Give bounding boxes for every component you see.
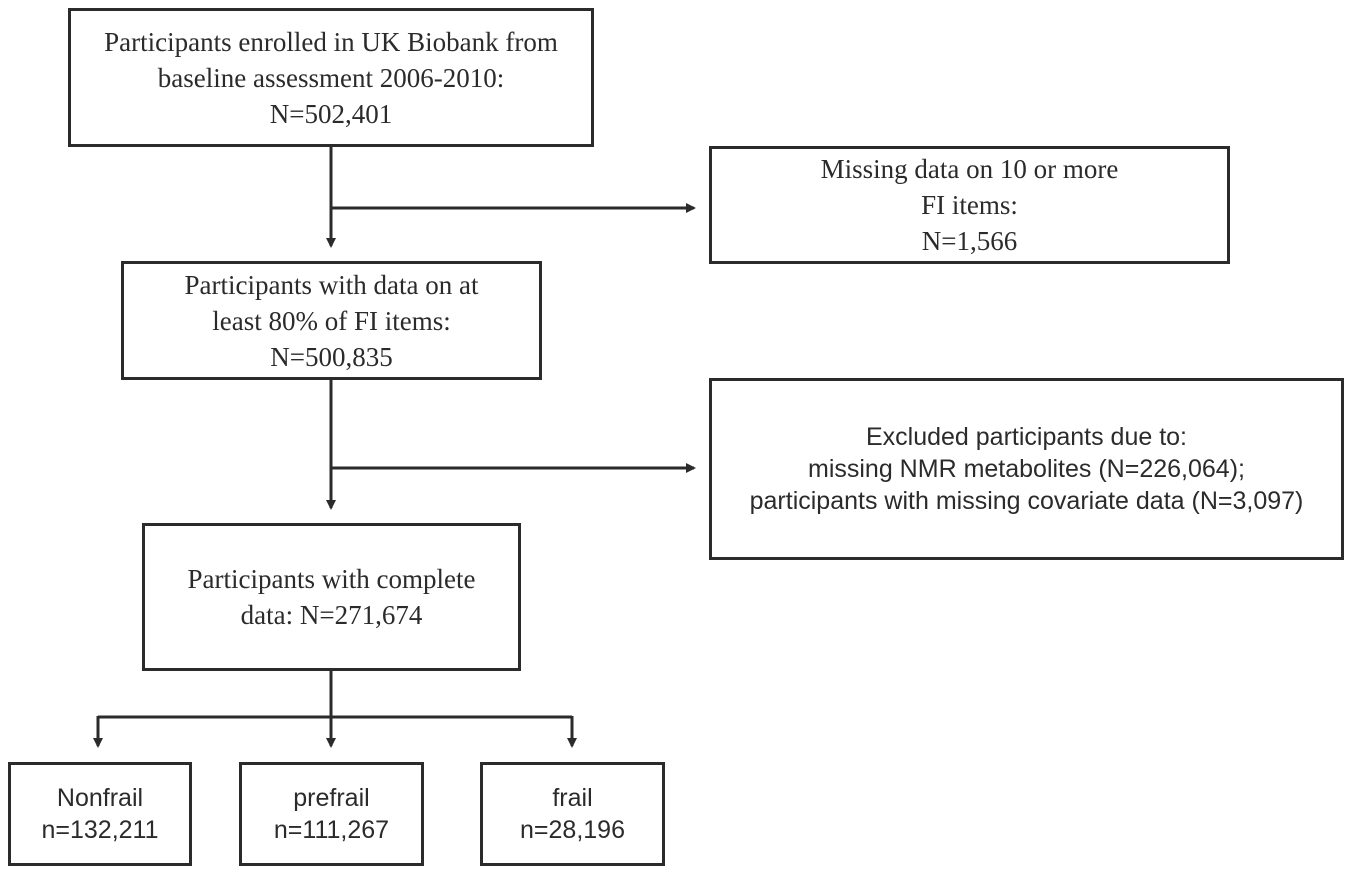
- box-prefrail: prefrail n=111,267: [239, 762, 424, 866]
- box-missing-fi-count: N=1,566: [921, 226, 1018, 256]
- box-complete-line-1: Participants with complete: [187, 564, 476, 594]
- box-excluded: Excluded participants due to: missing NM…: [709, 378, 1344, 560]
- box-missing-fi-line-2: FI items:: [921, 190, 1018, 220]
- box-complete-line-2: data: N=271,674: [240, 600, 423, 630]
- box-excluded-line-2: missing NMR metabolites (N=226,064);: [808, 455, 1245, 483]
- box-fi-80-count: N=500,835: [270, 341, 393, 372]
- box-frail-label: frail: [552, 784, 593, 812]
- box-enrolled-line-2: baseline assessment 2006-2010:: [157, 62, 505, 93]
- box-excluded-line-3: participants with missing covariate data…: [749, 487, 1304, 515]
- box-fi-80-line-1: Participants with data on at: [184, 269, 479, 300]
- box-enrolled: Participants enrolled in UK Biobank from…: [68, 8, 594, 147]
- box-excluded-line-1: Excluded participants due to:: [865, 423, 1188, 451]
- box-enrolled-count: N=502,401: [269, 98, 393, 129]
- box-nonfrail: Nonfrail n=132,211: [8, 762, 192, 866]
- box-nonfrail-label: Nonfrail: [56, 784, 144, 812]
- box-frail-count: n=28,196: [520, 816, 625, 844]
- box-fi-80: Participants with data on at least 80% o…: [121, 261, 542, 380]
- box-fi-80-line-2: least 80% of FI items:: [212, 305, 451, 336]
- box-complete: Participants with complete data: N=271,6…: [142, 523, 521, 671]
- box-nonfrail-count: n=132,211: [41, 816, 159, 844]
- box-missing-fi-line-1: Missing data on 10 or more: [820, 154, 1119, 184]
- box-prefrail-label: prefrail: [293, 784, 370, 812]
- box-frail: frail n=28,196: [480, 762, 665, 866]
- box-missing-fi: Missing data on 10 or more FI items: N=1…: [709, 146, 1230, 264]
- box-enrolled-line-1: Participants enrolled in UK Biobank from: [104, 26, 558, 57]
- box-prefrail-count: n=111,267: [273, 816, 390, 844]
